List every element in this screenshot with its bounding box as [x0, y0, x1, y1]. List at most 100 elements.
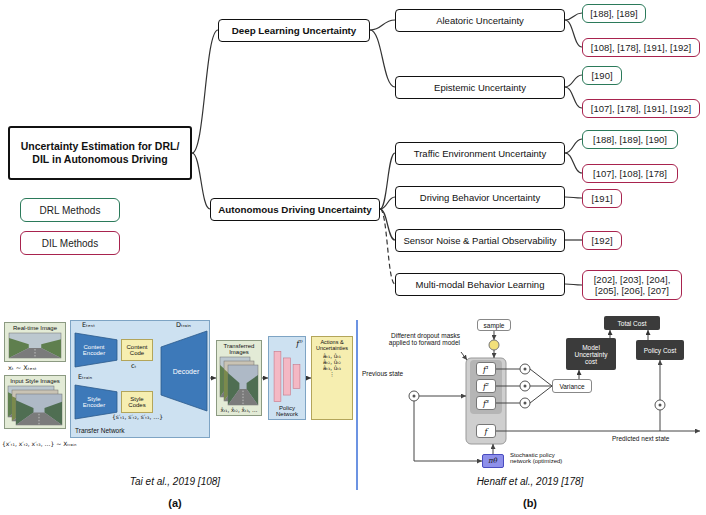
sample-box: sample [477, 319, 511, 331]
node-text: Transferred Images [218, 343, 260, 355]
math-label: {x′ₜ₁, x′ₜ₂, x′ₜ₃, …} ∼ Xₜᵣₐᵢₙ [2, 440, 132, 447]
math-label: Eₜₑₛₜ [82, 321, 112, 329]
node-text: Input Style Images [10, 378, 60, 384]
node-text: Deep Learning Uncertainty [232, 25, 357, 36]
tree-branch [565, 13, 582, 20]
subcategory-box: Aleatoric Uncertainty [395, 9, 565, 32]
dropout-stack [470, 360, 502, 414]
node-text: Model Uncertainty cost [568, 344, 614, 365]
code-box: Content Code [121, 339, 153, 361]
photo-road [16, 413, 62, 425]
subcategory-box: Sensor Noise & Partial Observability [395, 229, 565, 252]
node-text: Driving Behavior Uncertainty [420, 192, 540, 203]
tree-branch [192, 153, 210, 209]
annotation: Different dropout masks applied to forwa… [380, 332, 460, 346]
output-node [520, 398, 530, 408]
state-dot [413, 395, 416, 398]
legend-text: DRL Methods [40, 205, 101, 216]
node-text: f³ [483, 399, 489, 408]
node-text: [108], [178], [191], [192] [591, 42, 691, 53]
reference-box: [202], [203], [204], [205], [206], [207] [582, 270, 682, 300]
node-text: Policy Network [271, 405, 303, 417]
category-box: Autonomous Driving Uncertainty [210, 198, 380, 221]
node-text: [191] [591, 193, 612, 204]
output-box: Actions & Uncertaintiesâₜ₁, ûₜ₁âₜ₂, ûₜ₂â… [311, 336, 353, 420]
tree-branch [380, 197, 395, 209]
prediction-node [655, 400, 665, 410]
policy-box: πθ [482, 454, 504, 468]
node-text: ⋮ [329, 371, 335, 377]
node-text: Multi-modal Behavior Learning [416, 279, 545, 290]
tree-branch [380, 209, 395, 240]
category-box: Deep Learning Uncertainty [218, 19, 370, 42]
tree-branch [565, 197, 582, 198]
node-text: [192] [591, 235, 612, 246]
output-node [520, 381, 530, 391]
image-box: Real-time Image [4, 322, 66, 362]
node-text: âₜ₂, ûₜ₂ [323, 359, 341, 365]
model-box: f [476, 424, 496, 438]
state-wire [419, 396, 466, 397]
cost-box: Policy Cost [636, 340, 684, 360]
panel-letter: (a) [150, 497, 200, 509]
tree-branch [565, 284, 582, 285]
model-box: f³ [476, 396, 496, 410]
cost-box: Total Cost [604, 316, 660, 330]
node-text: Uncertainty Estimation for DRL/ DIL in A… [16, 140, 184, 166]
node-text: Traffic Environment Uncertainty [414, 148, 547, 159]
trapezoid-shape [75, 385, 117, 419]
node-text: Aleatoric Uncertainty [436, 15, 524, 26]
photo-lane [35, 349, 36, 358]
math-label: cₜ [131, 362, 147, 370]
reference-box: [107], [108], [178] [582, 164, 678, 183]
encoder-block: Style Encoder [75, 385, 117, 419]
trapezoid-shape [75, 333, 117, 367]
variance-wire [530, 386, 552, 403]
annotation: Previous state [362, 370, 418, 377]
math-label: Eₜᵣₐᵢₙ [78, 373, 110, 381]
action-wire [493, 444, 494, 454]
model-box: f² [476, 379, 496, 393]
variance-box: Variance [552, 379, 592, 393]
subcategory-box: Multi-modal Behavior Learning [395, 273, 565, 296]
math-label: Dₜᵣₐᵢₙ [176, 321, 208, 329]
output-dot [524, 385, 527, 388]
prediction-wire [496, 431, 700, 432]
subcategory-box: Driving Behavior Uncertainty [395, 186, 565, 209]
output-dot [524, 402, 527, 405]
decoder-block: Decoder [161, 331, 207, 411]
photo-lane [243, 391, 244, 405]
photo-road [228, 389, 258, 405]
node-text: âₜ₃, ûₜ₃ [323, 365, 341, 371]
encoder-block: Content Encoder [75, 333, 117, 367]
subcategory-box: Epistemic Uncertainty [395, 76, 565, 99]
network-layer [293, 365, 300, 389]
photo-road [9, 348, 61, 358]
tree-branch [565, 139, 582, 153]
node-text: Real-time Image [13, 325, 57, 331]
node-text: fᶿ [296, 339, 303, 348]
node-text: x̂ₜ₁, x̂ₜ₂, x̂ₜ₃, … [220, 407, 257, 413]
node-text: Content Code [123, 344, 151, 356]
tree-branch [370, 30, 395, 87]
node-text: Sensor Noise & Partial Observability [403, 235, 556, 246]
node-text: f¹ [483, 365, 489, 374]
code-box: Style Codes [121, 391, 153, 413]
photo-sky [228, 365, 258, 405]
flow-arrow [579, 370, 580, 379]
image-box: Input Style Images [4, 375, 66, 429]
variance-wire [530, 386, 552, 387]
tree-branch [565, 75, 582, 87]
tree-branch [565, 87, 582, 108]
reference-box: [108], [178], [191], [192] [582, 38, 700, 57]
reference-box: [188], [189], [190] [582, 130, 678, 149]
node-text: Autonomous Driving Uncertainty [218, 204, 372, 215]
tree-branch [370, 20, 395, 30]
node-text: [107], [108], [178] [593, 168, 667, 179]
node-text: πθ [489, 457, 498, 465]
photo-lane [39, 414, 40, 425]
cost-box: Model Uncertainty cost [566, 338, 616, 370]
reference-box: [192] [582, 231, 622, 250]
sample-wire [494, 331, 495, 340]
node-text: Actions & Uncertainties [313, 339, 351, 351]
